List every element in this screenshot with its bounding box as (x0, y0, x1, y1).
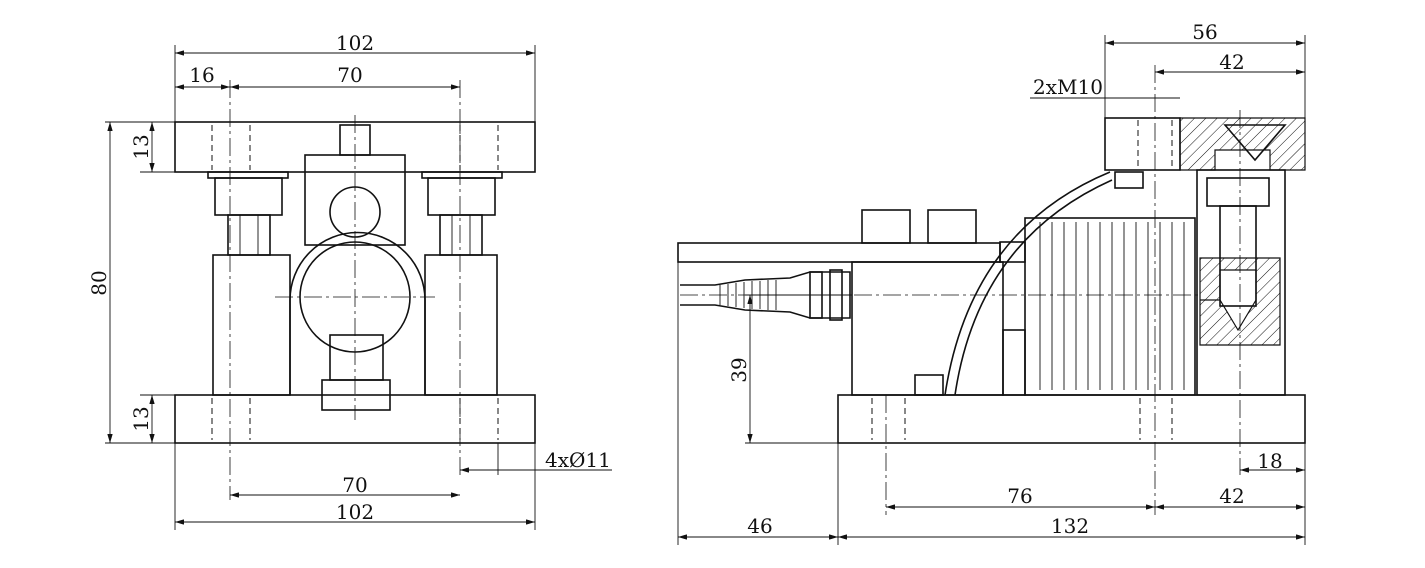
bottom-plate (174, 394, 536, 444)
dim-bolt-offset: 16 (189, 63, 214, 87)
dim-cable-length: 46 (747, 514, 772, 538)
top-block-section (1179, 117, 1306, 171)
right-nut (427, 177, 496, 216)
dim-top-hole-offset: 42 (1219, 50, 1244, 74)
left-nut (214, 177, 283, 216)
right-column (424, 254, 498, 396)
bellows (1024, 217, 1196, 396)
right-column (1196, 169, 1286, 396)
screw-right (927, 209, 977, 244)
base-plate (837, 394, 1306, 444)
ring (289, 231, 426, 395)
thread-callout: 2xM10 (1033, 75, 1103, 99)
dim-front-bottom-width: 102 (336, 500, 374, 524)
dim-bolt-spacing-top: 70 (337, 63, 362, 87)
dim-right-offset: 42 (1219, 484, 1244, 508)
left-column (212, 254, 291, 396)
dim-bottom-plate-thickness: 13 (129, 406, 153, 431)
dim-top-plate-thickness: 13 (129, 134, 153, 159)
side-view: 56 42 2xM10 39 76 42 18 46 132 (677, 20, 1306, 545)
bellows-ribs (1039, 222, 1185, 390)
dim-front-top-width: 102 (336, 31, 374, 55)
dim-base-length: 132 (1051, 514, 1089, 538)
arm-plate (677, 242, 1001, 263)
dim-hole-spacing: 76 (1007, 484, 1032, 508)
bolt-head (1206, 177, 1270, 207)
dim-cable-height: 39 (727, 357, 751, 382)
bottom-nut (329, 334, 384, 381)
cable-guard-arc (944, 171, 1111, 396)
dim-mounting-holes: 4xØ11 (545, 448, 611, 472)
top-block (1104, 117, 1181, 171)
screw-left (861, 209, 911, 244)
dim-top-width: 56 (1192, 20, 1217, 44)
dim-overall-height: 80 (87, 270, 111, 295)
dim-edge-offset: 18 (1257, 449, 1282, 473)
bottom-socket-section (1199, 257, 1281, 346)
front-view: 102 16 70 80 13 13 70 102 4xØ11 (87, 31, 612, 530)
dim-bolt-spacing-bottom: 70 (342, 473, 367, 497)
